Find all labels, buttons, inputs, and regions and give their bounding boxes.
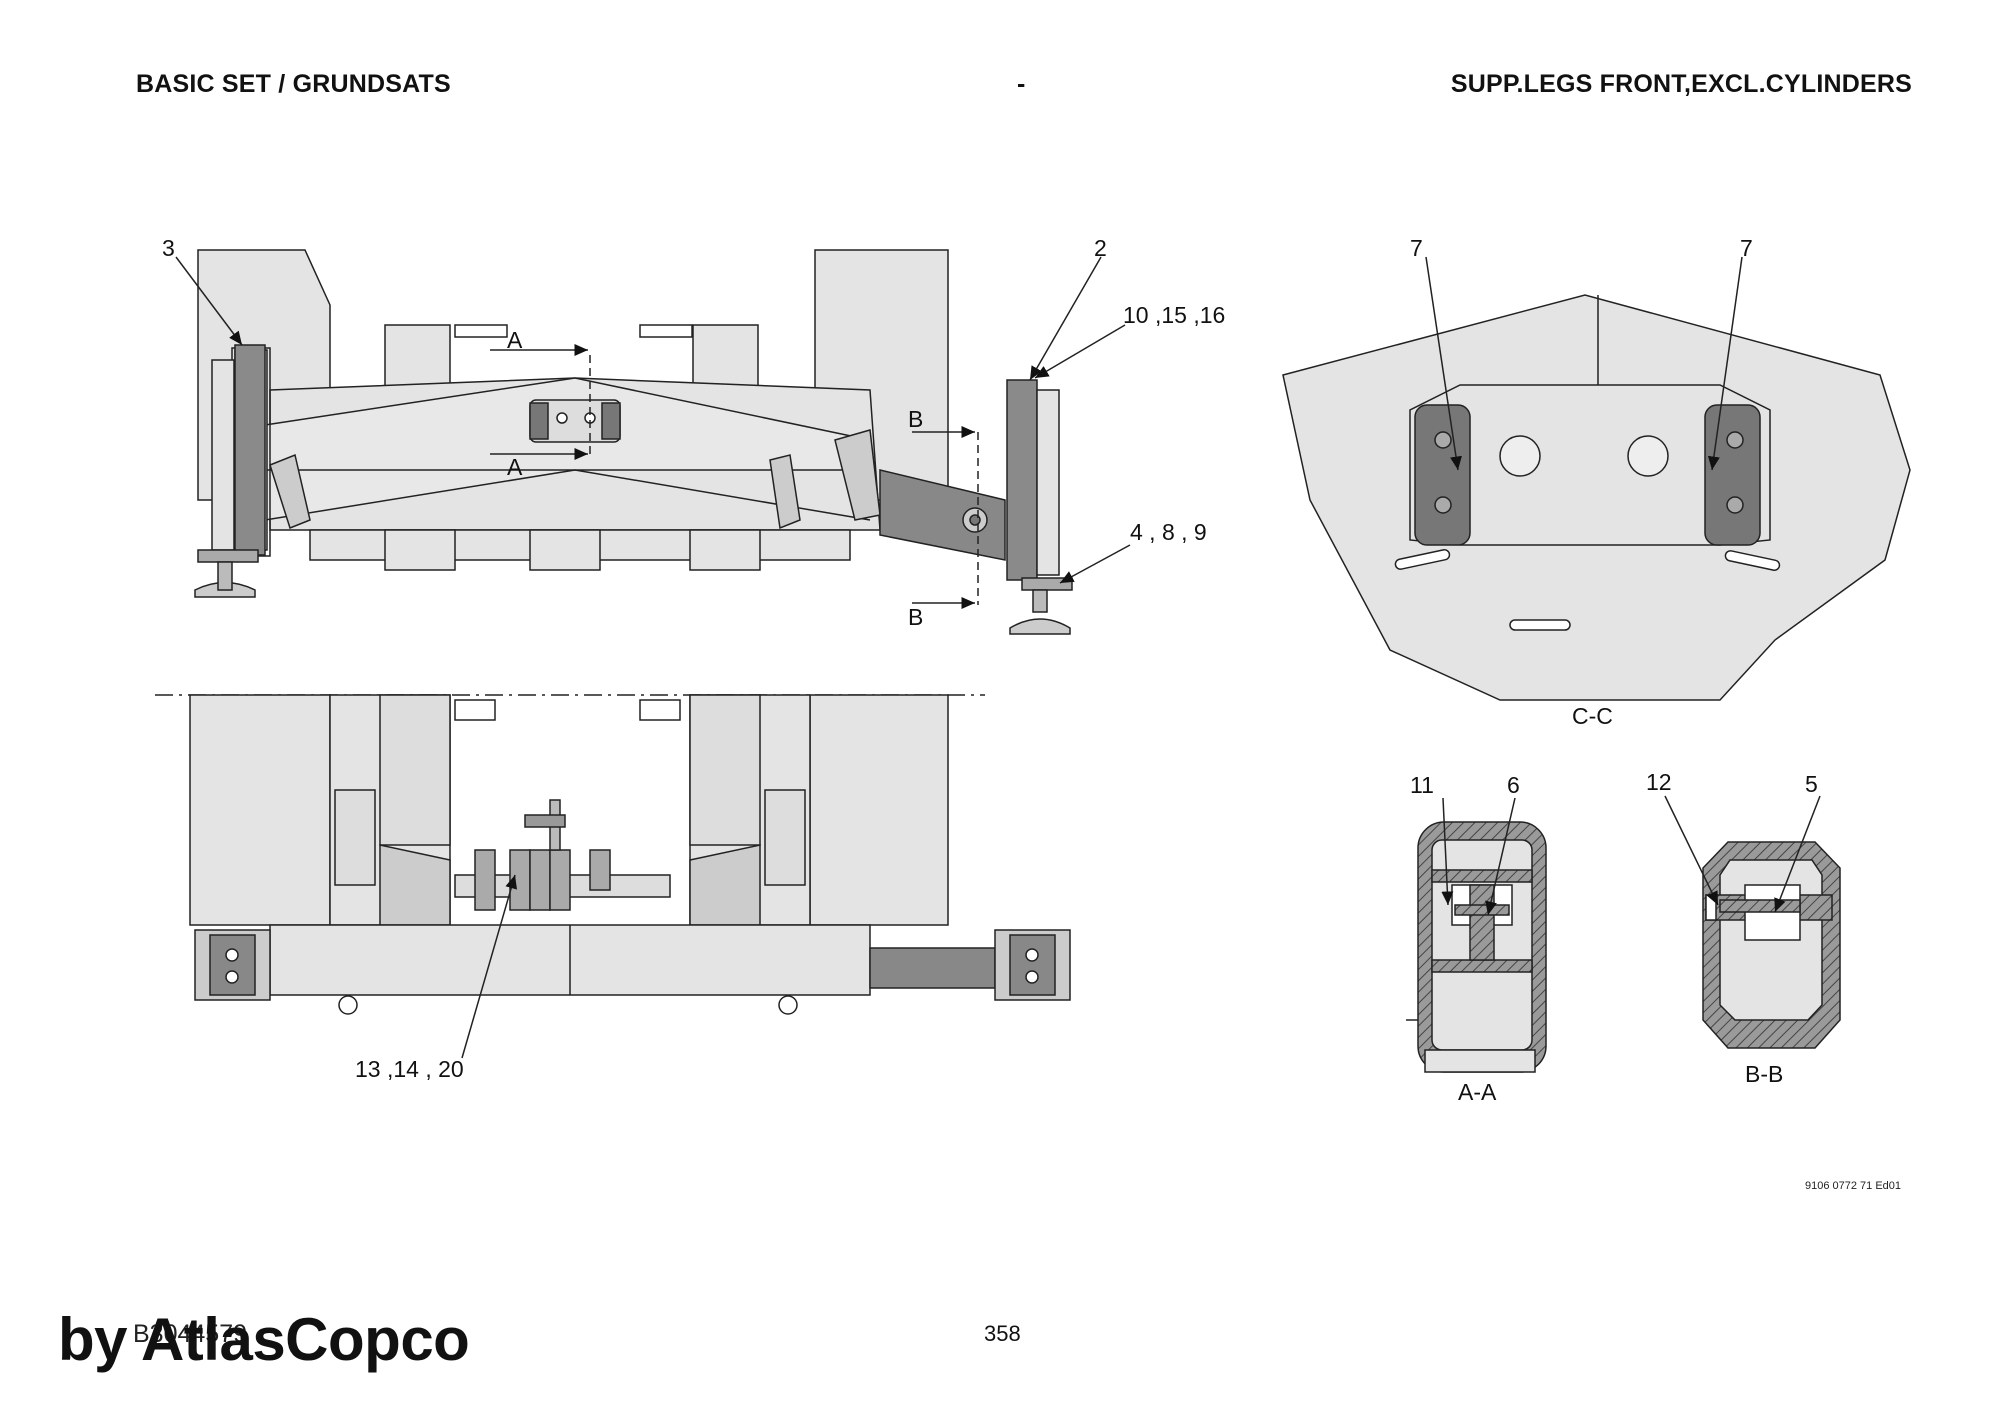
header-left-title: BASIC SET / GRUNDSATS (136, 70, 451, 98)
section-marker-a-bottom: A (507, 454, 523, 480)
callout-4-8-9: 4 , 8 , 9 (1130, 519, 1207, 545)
callout-11: 11 (1410, 772, 1434, 798)
callout-2: 2 (1094, 235, 1107, 261)
top-view (155, 694, 1071, 1015)
section-marker-a-top: A (507, 327, 523, 353)
cc-right-block (1704, 404, 1761, 546)
section-label-cc: C-C (1572, 703, 1613, 729)
top-left-panel (189, 694, 331, 926)
callout-12: 12 (1646, 769, 1672, 795)
footer-left-reference: B3044579 (133, 1320, 248, 1348)
callout-7-left: 7 (1410, 235, 1423, 261)
document-reference: 9106 0772 71 Ed01 (1805, 1180, 1902, 1192)
callout-10-15-16: 10 ,15 ,16 (1123, 302, 1225, 328)
callout-3: 3 (162, 235, 175, 261)
section-bb (1702, 841, 1841, 1049)
side-view (194, 249, 1073, 635)
page-number: 358 (984, 1321, 1021, 1346)
section-cc (1282, 294, 1911, 701)
top-extension-arm (869, 947, 996, 989)
watermark-text: by AtlasCopco (58, 1306, 470, 1373)
extension-arm (879, 469, 1006, 561)
leader-lines (175, 256, 1821, 1059)
section-aa (1406, 821, 1547, 1073)
header-middle-dash: - (1017, 70, 1026, 98)
section-marker-b-top: B (908, 406, 923, 432)
section-marker-b-bottom: B (908, 604, 923, 630)
cc-left-block (1414, 404, 1471, 546)
callout-7-right: 7 (1740, 235, 1753, 261)
section-label-aa: A-A (1458, 1079, 1497, 1105)
callout-5: 5 (1805, 771, 1818, 797)
callout-6: 6 (1507, 772, 1520, 798)
section-label-bb: B-B (1745, 1061, 1783, 1087)
right-support-leg (1006, 379, 1038, 581)
callout-13-14-20: 13 ,14 , 20 (355, 1056, 464, 1082)
header-right-title: SUPP.LEGS FRONT,EXCL.CYLINDERS (1450, 70, 1912, 98)
top-right-panel (809, 694, 949, 926)
